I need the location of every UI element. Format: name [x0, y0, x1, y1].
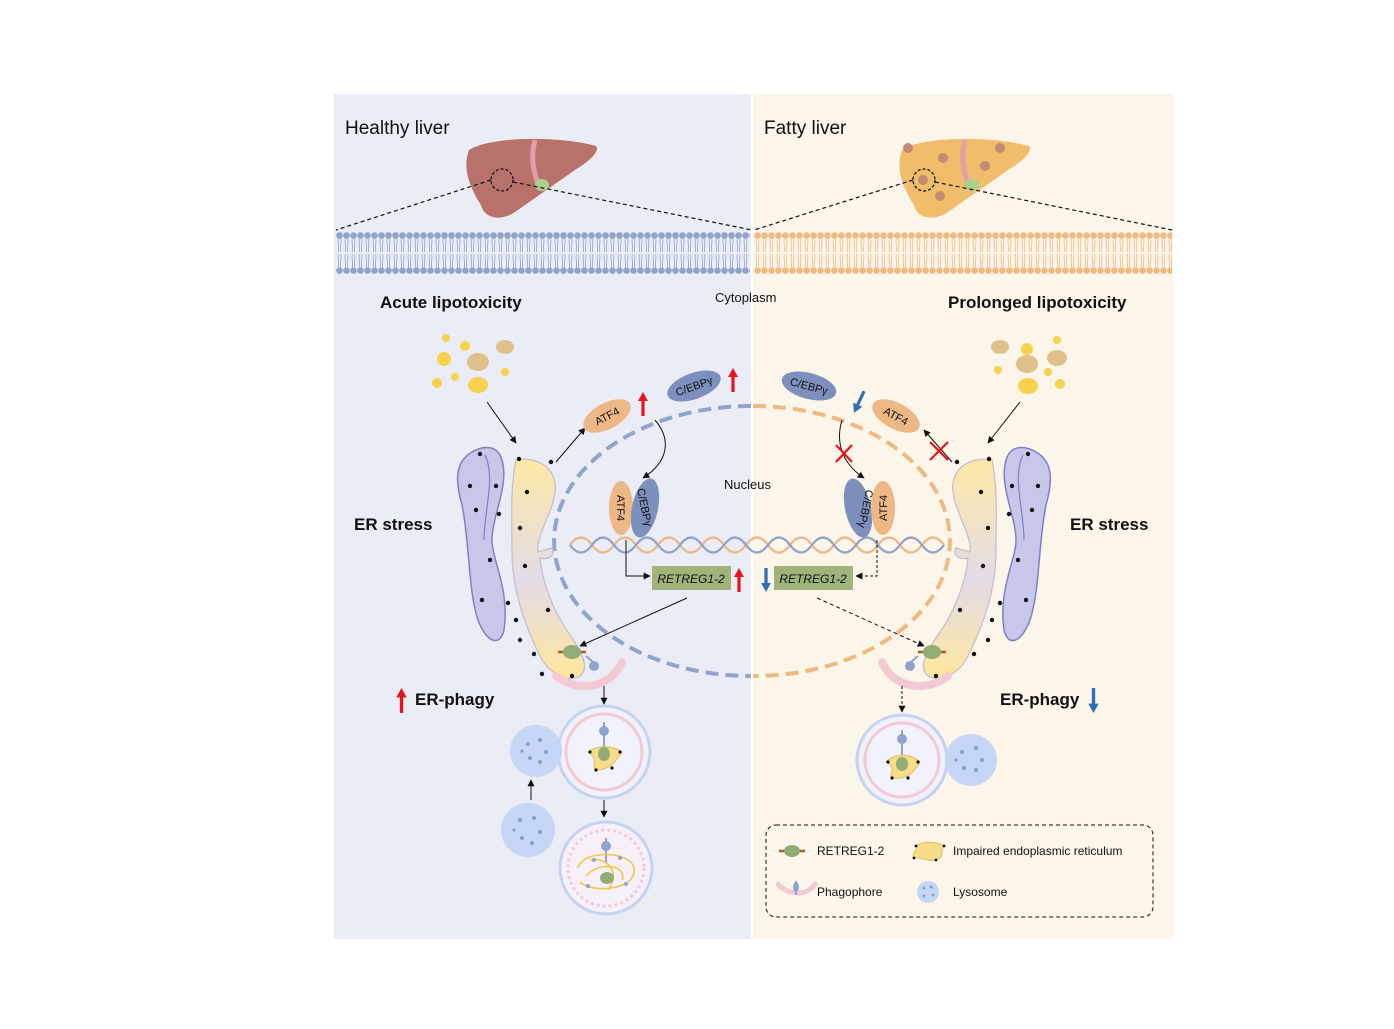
nucleus-envelope-right	[752, 404, 952, 678]
zoom-lines	[335, 179, 1173, 231]
cebpg-left: C/EBPγ	[667, 370, 721, 402]
legend-phagophore-label: Phagophore	[817, 885, 883, 899]
legend-retreg-icon	[779, 845, 805, 857]
retreg-gene-right-label: RETREG1-2	[779, 572, 847, 586]
acute-lipotoxicity-label: Acute lipotoxicity	[380, 293, 522, 312]
phagophore-left	[552, 655, 626, 691]
atf4-right: ATF4	[872, 399, 920, 433]
lysosome-left-top	[510, 725, 562, 777]
inhibition-cross-cebpg	[835, 444, 853, 463]
er-stress-right-label: ER stress	[1070, 515, 1148, 534]
healthy-liver-icon	[466, 138, 598, 218]
nucleus-label: Nucleus	[724, 477, 771, 492]
cytoplasm-label: Cytoplasm	[715, 290, 776, 305]
er-phagy-right-label: ER-phagy	[1000, 690, 1080, 709]
retreg-gene-left-label: RETREG1-2	[657, 572, 725, 586]
inhibition-cross-atf4	[929, 441, 949, 461]
lipid-droplets-right	[991, 336, 1067, 394]
legend: RETREG1-2 Impaired endoplasmic reticulum…	[765, 824, 1154, 918]
lipid-droplets-left	[432, 334, 514, 393]
atf4-cebpg-complex-left: ATF4 C/EBPγ	[609, 478, 660, 538]
cebpg-right: C/EBPγ	[781, 371, 837, 401]
atf4-complex-right-label: ATF4	[878, 495, 890, 521]
atf4-left: ATF4	[583, 399, 631, 433]
phagophore-right	[878, 655, 952, 691]
legend-impaired-er-icon	[912, 841, 946, 862]
lysosome-right	[945, 734, 997, 786]
retreg-receptor-right	[918, 645, 946, 659]
autolysosome-left	[558, 820, 654, 916]
er-golgi-right	[923, 446, 1052, 680]
er-stress-left-label: ER stress	[354, 515, 432, 534]
right-panel-title: Fatty liver	[764, 118, 847, 139]
retreg-gene-box-left	[652, 566, 731, 590]
nucleus-envelope-left	[552, 404, 752, 678]
legend-retreg-label: RETREG1-2	[817, 844, 885, 858]
prolonged-lipotoxicity-label: Prolonged lipotoxicity	[948, 293, 1127, 312]
legend-lysosome-icon	[917, 881, 939, 903]
membrane-right	[754, 232, 1172, 274]
autophagosome-left	[556, 704, 652, 800]
legend-phagophore-icon	[775, 881, 818, 896]
atf4-cebpg-complex-right: C/EBPγ ATF4	[843, 478, 895, 538]
membrane-left	[336, 232, 750, 274]
er-golgi-left	[456, 446, 585, 680]
left-panel-title: Healthy liver	[345, 118, 450, 139]
legend-lysosome-label: Lysosome	[953, 885, 1008, 899]
retreg-receptor-left	[558, 645, 586, 659]
autophagosome-right	[855, 713, 949, 807]
retreg-gene-box-right	[774, 566, 853, 590]
lysosome-left-bottom	[501, 803, 555, 857]
dna-helix	[569, 536, 945, 554]
legend-impaired-er-label: Impaired endoplasmic reticulum	[953, 844, 1122, 858]
atf4-complex-left-label: ATF4	[614, 495, 626, 521]
er-phagy-left-label: ER-phagy	[415, 690, 495, 709]
fatty-liver-icon	[899, 138, 1031, 218]
